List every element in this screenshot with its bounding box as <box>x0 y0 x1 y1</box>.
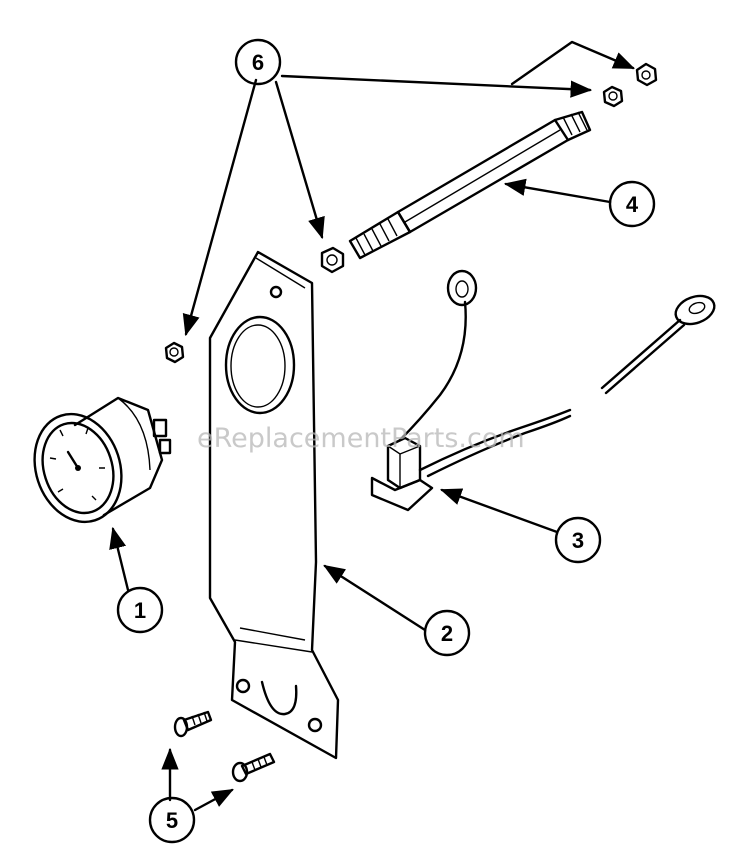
hex-nut-icon <box>164 341 185 364</box>
watermark-text: eReplacementParts.com <box>197 423 525 454</box>
svg-text:1: 1 <box>134 598 146 623</box>
callout-6: 6 <box>234 38 282 86</box>
hex-nut-icon <box>320 246 345 274</box>
callout-3: 3 <box>554 516 602 564</box>
switch-icon <box>370 269 716 512</box>
svg-text:4: 4 <box>626 192 639 217</box>
callout-5: 5 <box>148 796 196 844</box>
callout-4: 4 <box>608 180 656 228</box>
threaded-rod-icon <box>348 110 592 260</box>
bracket-icon <box>208 250 340 760</box>
svg-text:2: 2 <box>441 621 453 646</box>
gauge-icon <box>33 396 172 524</box>
screw-icon <box>231 752 276 783</box>
svg-text:3: 3 <box>572 528 584 553</box>
svg-text:6: 6 <box>252 50 264 75</box>
leader-lines <box>109 40 635 812</box>
svg-text:5: 5 <box>166 808 178 833</box>
callout-1: 1 <box>116 586 164 634</box>
screw-icon <box>173 710 213 738</box>
hex-nut-icon <box>635 62 658 87</box>
hex-nut-icon <box>602 85 624 108</box>
callout-2: 2 <box>423 609 471 657</box>
